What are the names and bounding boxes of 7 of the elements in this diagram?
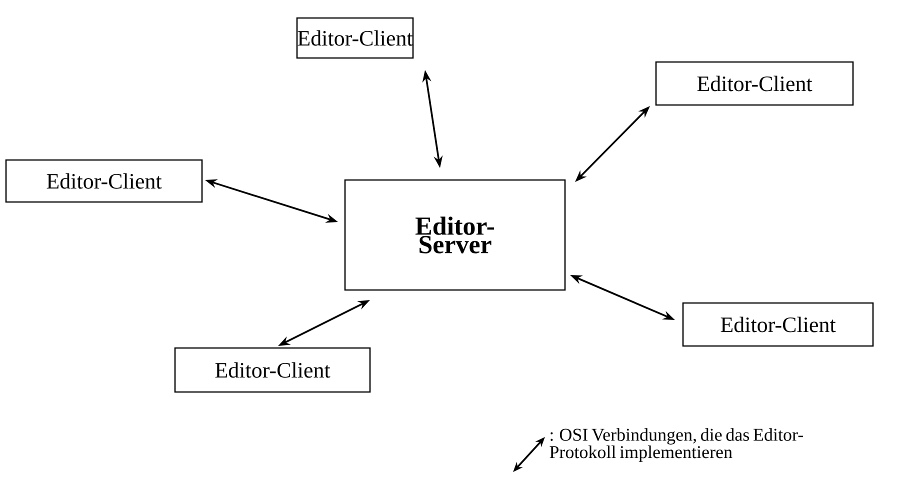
client-box: Editor-Client [682,302,874,347]
client-box: Editor-Client [5,159,203,203]
server-box: Editor-Server [344,179,566,291]
client-box: Editor-Client [174,347,371,393]
legend-text: : OSI Verbindungen, die das Editor-Protokoll implementieren [550,428,803,462]
client-box: Editor-Client [655,61,854,106]
client-box: Editor-Client [296,17,414,59]
